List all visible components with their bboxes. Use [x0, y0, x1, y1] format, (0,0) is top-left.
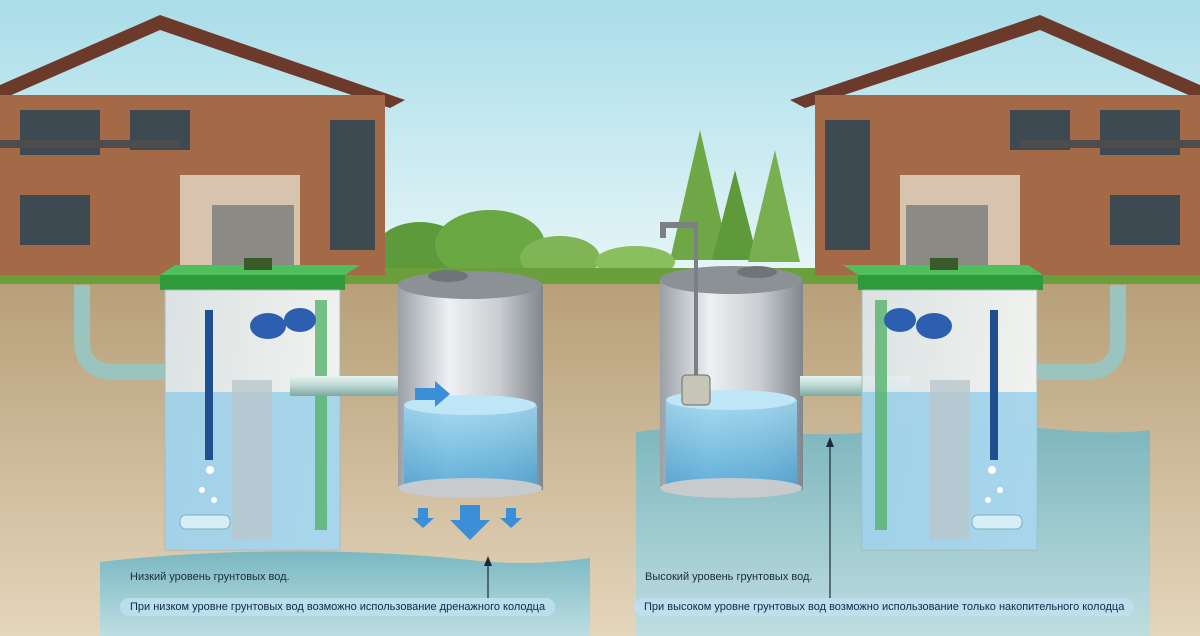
left-level-arrow	[484, 556, 492, 598]
right-conclusion: При высоком уровне грунтовых вод возможн…	[634, 598, 1135, 616]
left-conclusion: При низком уровне грунтовых вод возможно…	[120, 598, 556, 616]
storage-well	[660, 222, 803, 498]
left-groundwater	[100, 551, 590, 636]
right-septic-station	[843, 258, 1043, 551]
left-septic-station	[160, 258, 360, 551]
drainage-well	[398, 270, 543, 540]
left-inlet-pipe	[74, 285, 165, 380]
right-level-arrow	[826, 437, 834, 598]
left-house	[0, 15, 405, 275]
left-groundwater-label: Низкий уровень грунтовых вод.	[130, 571, 290, 583]
left-outlet-pipe	[290, 376, 402, 396]
right-groundwater-label: Высокий уровень грунтовых вод.	[645, 571, 813, 583]
right-house	[790, 15, 1200, 275]
right-inlet-pipe	[1037, 285, 1126, 380]
